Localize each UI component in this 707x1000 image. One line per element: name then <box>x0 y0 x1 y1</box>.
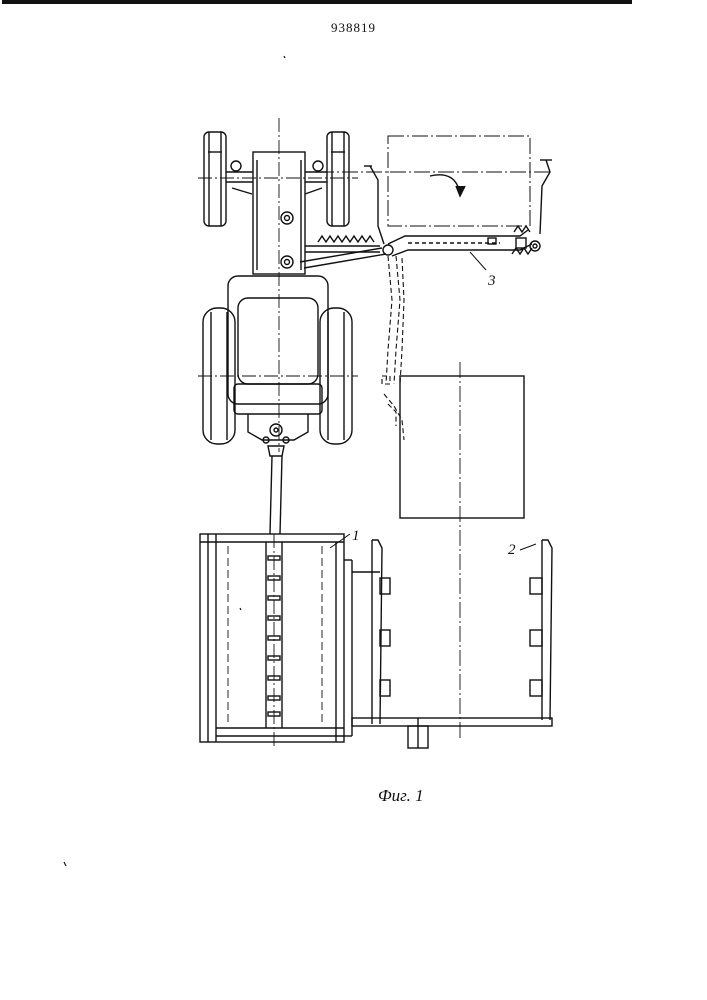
front-axle <box>226 161 327 194</box>
tractor <box>203 132 352 456</box>
bale-lower-outline <box>400 376 524 518</box>
label-3: 3 <box>487 273 496 289</box>
front-right-wheel <box>327 132 349 226</box>
arm-swung-position <box>382 256 404 440</box>
bale-upper-outline <box>318 136 552 226</box>
drawbar <box>270 456 282 534</box>
rotation-arrow <box>430 175 465 196</box>
speck-marks <box>64 56 285 866</box>
rear-hitch <box>248 414 308 456</box>
frame-2 <box>352 540 552 748</box>
spring <box>318 236 374 242</box>
leader-2 <box>520 544 536 550</box>
leader-1 <box>330 534 350 548</box>
front-left-wheel <box>204 132 226 226</box>
label-2: 2 <box>508 542 516 558</box>
tractor-cab <box>228 276 328 414</box>
machine-body-1 <box>200 534 352 742</box>
figure-caption: Фиг. 1 <box>378 786 424 805</box>
tractor-centerlines <box>198 118 358 452</box>
label-1: 1 <box>352 528 360 544</box>
side-arm-3 <box>300 160 552 270</box>
